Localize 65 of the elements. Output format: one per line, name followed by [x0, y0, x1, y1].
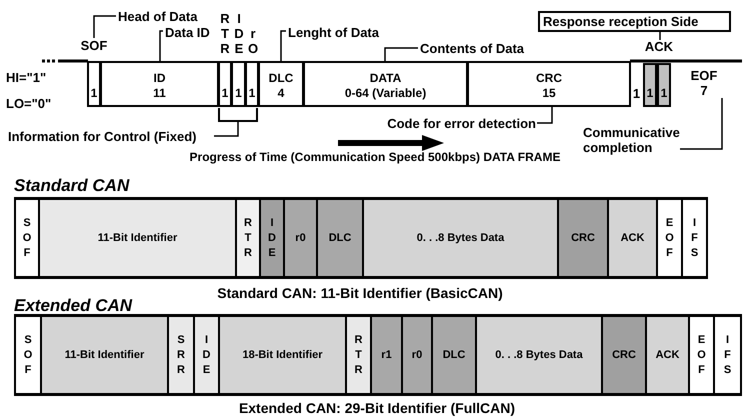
frame-field: DLC: [316, 197, 364, 279]
frame-field: ACK: [645, 314, 690, 396]
frame-field: I F S: [681, 197, 708, 279]
leader-line: [680, 98, 723, 150]
frame-field: CRC: [557, 197, 609, 279]
bit-field: ID 11: [100, 61, 219, 107]
frame-field: r0: [283, 197, 318, 279]
axis-caption: Progress of Time (Communication Speed 500kbps) DATA FRAME: [188, 150, 562, 165]
frame-field: I F S: [713, 314, 742, 396]
frame-field: 11-Bit Identifier: [40, 314, 169, 396]
frame-field: I D E: [259, 197, 285, 279]
leader-line: [214, 122, 239, 137]
frame-field: E O F: [688, 314, 715, 396]
bit-field: CRC 15: [467, 61, 631, 107]
bit-field: 1: [657, 63, 671, 107]
bit-value: 1: [631, 86, 642, 101]
frame-field: ACK: [607, 197, 658, 279]
leader-line: [659, 32, 661, 40]
frame-field: I D E: [193, 314, 220, 396]
bit-field: DATA 0-64 (Variable): [303, 61, 468, 107]
callout-text: Head of Data: [118, 9, 218, 24]
leader-line: [384, 47, 418, 61]
callout-text: Code for error detection: [318, 116, 536, 131]
frame-field: 18-Bit Identifier: [218, 314, 347, 396]
bit-field: 1: [87, 61, 101, 107]
level-label: LO="0": [6, 96, 52, 111]
field-label: EOF 7: [684, 68, 724, 98]
callout-text: Lenght of Data: [288, 25, 388, 40]
bit-field: 1: [643, 63, 657, 107]
field-label: ACK: [640, 39, 678, 54]
frame-field: S O F: [14, 197, 40, 279]
leader-line: [537, 107, 553, 124]
label-box: Response reception Side: [538, 11, 731, 32]
frame-field: R T R: [345, 314, 372, 396]
frame-field: 0. . .8 Bytes Data: [475, 314, 603, 396]
callout-text: Communicative completion: [583, 125, 709, 155]
frame-field: r1: [370, 314, 403, 396]
bracket: [218, 108, 258, 122]
field-label: r O: [246, 26, 260, 56]
callout-text: Information for Control (Fixed): [8, 129, 213, 144]
field-label: R T R: [219, 11, 231, 56]
bit-field: 1: [245, 61, 259, 107]
bit-field: 1: [231, 61, 246, 107]
field-label: I D E: [233, 11, 245, 56]
section-heading: Standard CAN: [14, 176, 130, 195]
frame-field: S O F: [14, 314, 42, 396]
frame-field: DLC: [431, 314, 477, 396]
frame-field: S R R: [167, 314, 195, 396]
leader-line: [159, 30, 163, 61]
frame-field: 0. . .8 Bytes Data: [362, 197, 559, 279]
callout-text: Contents of Data: [420, 41, 540, 56]
frame-field: CRC: [601, 314, 647, 396]
frame-field: E O F: [656, 197, 683, 279]
section-heading: Extended CAN: [14, 296, 132, 315]
bit-field: DLC 4: [258, 61, 304, 107]
leader-line: [280, 30, 286, 61]
bit-field: 1: [218, 61, 232, 107]
leader-line: [93, 15, 116, 38]
frame-field: r0: [401, 314, 433, 396]
field-label: SOF: [80, 38, 108, 53]
frame-field: 11-Bit Identifier: [38, 197, 237, 279]
frame-caption: Extended CAN: 29-Bit Identifier (FullCAN): [238, 400, 516, 416]
level-label: HI="1": [6, 70, 48, 85]
frame-caption: Standard CAN: 11-Bit Identifier (BasicCAN): [216, 285, 504, 301]
frame-field: R T R: [235, 197, 261, 279]
